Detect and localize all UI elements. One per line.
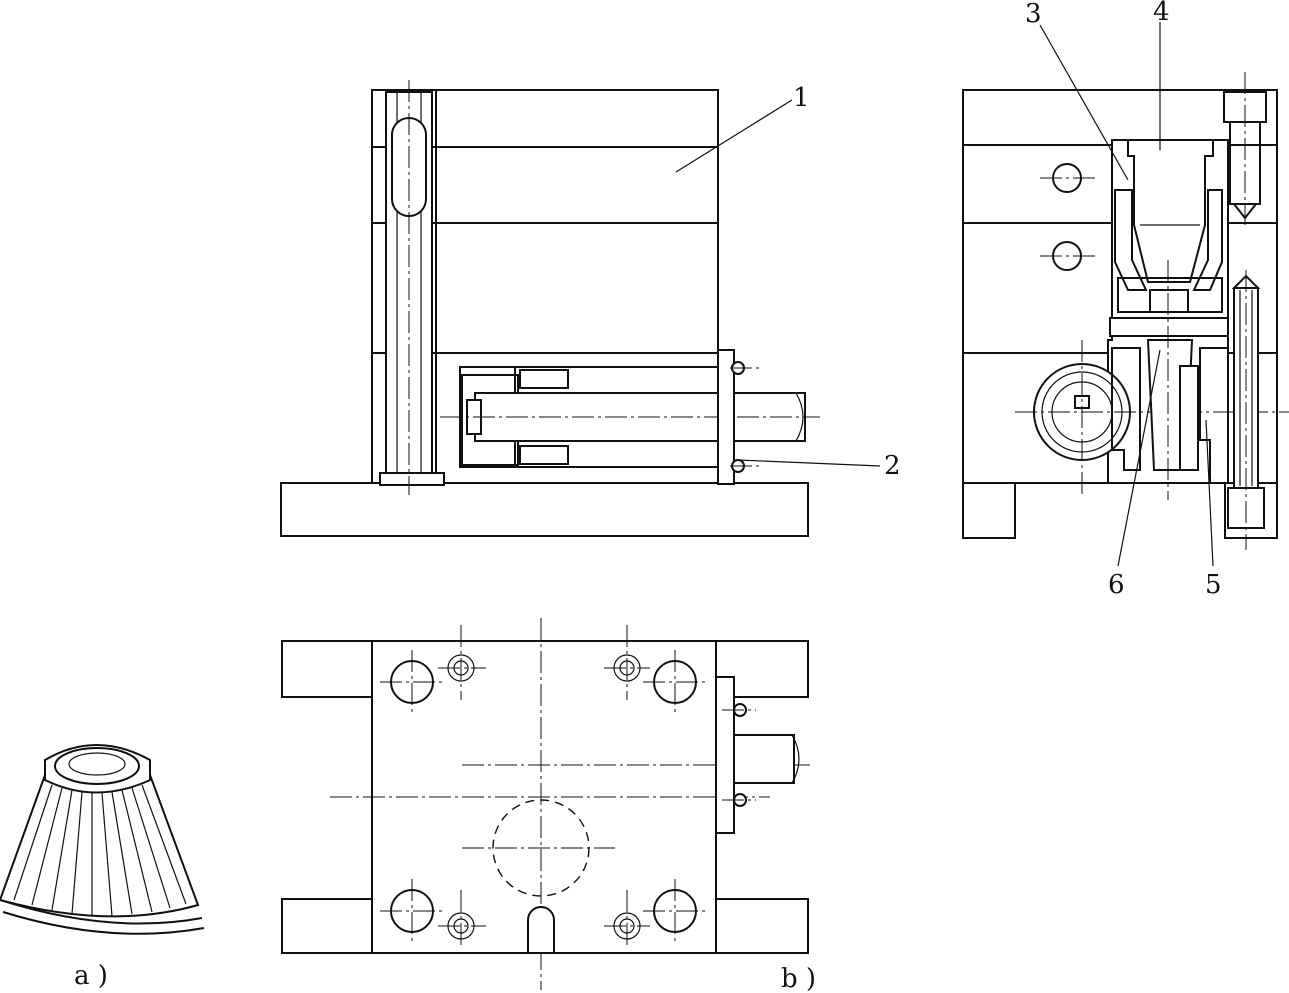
top-plate <box>435 89 719 148</box>
plan-rod <box>733 734 795 784</box>
side-section-view <box>962 72 1289 550</box>
callout-1: 1 <box>793 83 810 113</box>
callout-5: 5 <box>1205 570 1222 600</box>
plan-right-bottom-rail <box>713 898 809 954</box>
base-plate <box>280 482 809 537</box>
front-section-view <box>280 80 820 537</box>
callout-6: 6 <box>1108 570 1125 600</box>
piston-collar <box>519 369 569 389</box>
middle-plate <box>435 222 719 354</box>
retainer-ring <box>1114 189 1148 291</box>
plan-view <box>281 618 810 990</box>
piston-collar-lower <box>519 445 569 465</box>
die-plate-1 <box>435 146 719 224</box>
plan-screw-tl <box>438 625 486 700</box>
molded-part-sketch <box>0 744 205 935</box>
callout-2: 2 <box>884 451 901 481</box>
rack-slider <box>1111 347 1141 471</box>
plan-screw-bl <box>438 890 486 945</box>
leader-lines <box>675 22 1214 567</box>
plan-left-bottom-rail <box>281 898 375 954</box>
part-body <box>0 774 200 918</box>
callout-3: 3 <box>1025 0 1042 29</box>
pillar-foot <box>379 472 445 486</box>
plan-screw-tr <box>604 625 650 700</box>
plan-left-top-rail <box>281 640 375 698</box>
subfigure-a-label: a ) <box>74 961 108 991</box>
side-slide <box>1179 365 1199 471</box>
end-flange <box>717 349 735 485</box>
plan-slot <box>527 906 555 954</box>
callout-4: 4 <box>1153 0 1170 27</box>
subfigure-b-label: b ) <box>781 964 816 993</box>
plan-screw-br <box>604 890 650 945</box>
side-base-left-foot <box>962 482 1016 539</box>
sprue-bushing <box>1127 139 1214 283</box>
plan-side-flange <box>715 676 735 834</box>
